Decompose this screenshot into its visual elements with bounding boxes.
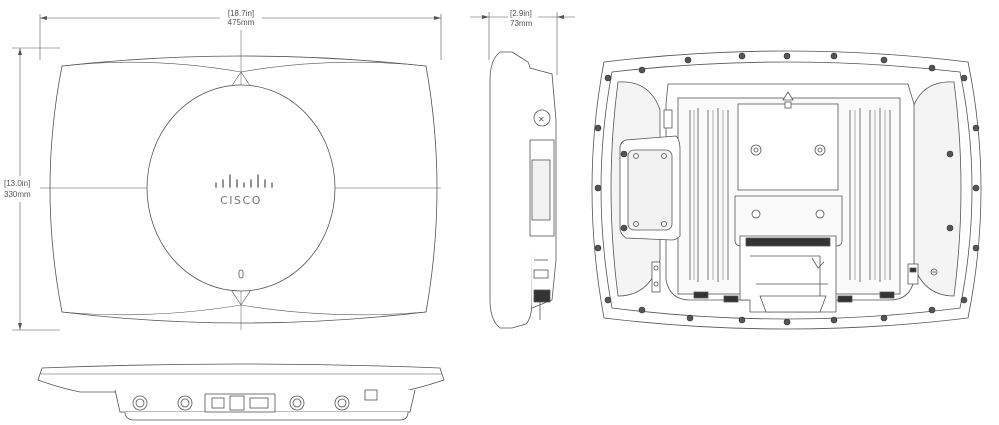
rear-cooling-fins-left (689, 108, 729, 282)
rear-screws (594, 52, 980, 326)
cisco-logo (215, 174, 273, 188)
front-center-dome (146, 84, 336, 292)
rear-view (591, 50, 982, 330)
rear-cooling-fins-right (849, 108, 891, 282)
rear-connector-area (739, 235, 837, 313)
cisco-logo-text: CISCO (220, 194, 262, 207)
status-led (238, 269, 244, 279)
antenna-connector-2 (177, 395, 193, 411)
antenna-connector-4 (334, 395, 350, 411)
height-inches-label: [13.0in] (4, 179, 30, 188)
bottom-view (37, 363, 445, 421)
ground-symbol-icon (930, 268, 938, 276)
rear-right-lobe (911, 81, 962, 297)
height-mm-label: 330mm (4, 190, 31, 199)
svg-text:✕: ✕ (538, 115, 545, 124)
bottom-port-bay (204, 393, 276, 413)
width-mm-label: 475mm (228, 18, 255, 27)
rear-mount-plate (737, 103, 839, 191)
depth-inches-label: [2.9in] (510, 9, 532, 18)
width-dimension: [18.7in] 475mm (39, 8, 442, 60)
width-inches-label: [18.7in] (228, 9, 254, 18)
bottom-body-outline (37, 363, 445, 393)
depth-mm-label: 73mm (510, 19, 533, 28)
side-view: [2.9in] 73mm ✕ (470, 8, 575, 329)
depth-dimension: [2.9in] 73mm (470, 8, 575, 75)
warning-triangle-icon (782, 91, 794, 101)
antenna-connector-3 (289, 395, 305, 411)
height-dimension: [13.0in] 330mm (2, 47, 60, 331)
antenna-connector-1 (132, 395, 148, 411)
front-view: [18.7in] 475mm [13.0in] 330mm (2, 8, 442, 331)
